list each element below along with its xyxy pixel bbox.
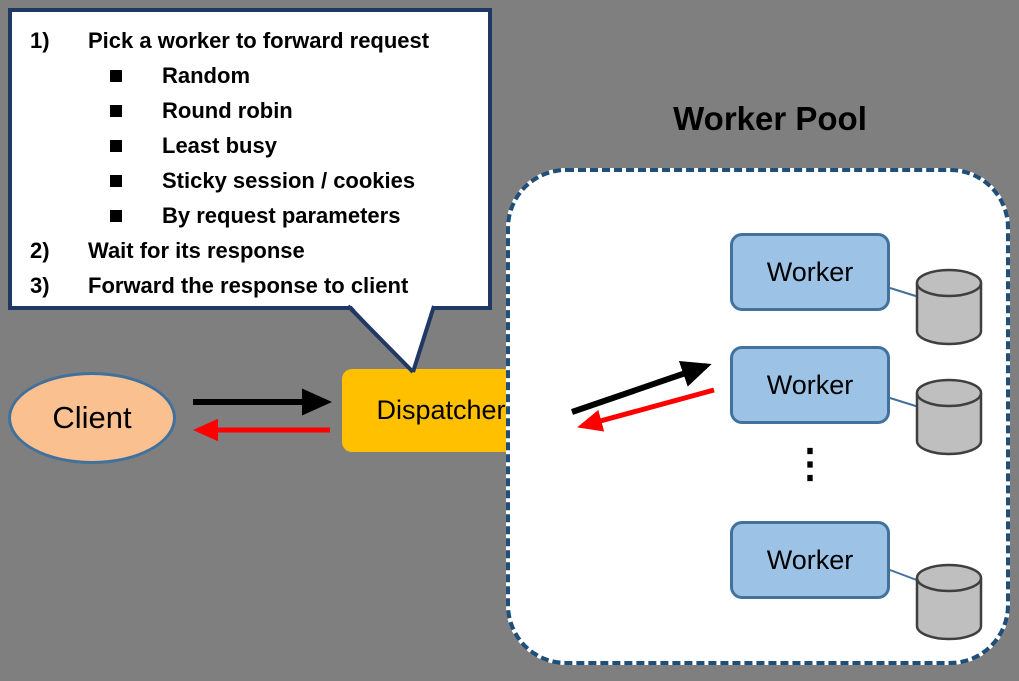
bullet-icon xyxy=(110,209,122,222)
worker-label: Worker xyxy=(766,369,854,400)
callout-bubble: 1) Pick a worker to forward request Rand… xyxy=(8,8,492,310)
step-text: Pick a worker to forward request xyxy=(88,28,430,53)
callout-step: 2) Wait for its response xyxy=(20,233,480,268)
callout-step: 3) Forward the response to client xyxy=(20,268,480,303)
vertical-ellipsis-icon: ⋮ xyxy=(790,442,830,486)
worker-node-1: Worker xyxy=(730,233,890,311)
client-node: Client xyxy=(8,372,176,464)
bullet-icon xyxy=(110,174,122,187)
callout-substep: Random xyxy=(20,58,480,93)
callout-substep: Least busy xyxy=(20,128,480,163)
worker-label: Worker xyxy=(766,256,854,287)
step-number: 1) xyxy=(30,28,50,53)
worker-pool-title: Worker Pool xyxy=(673,100,867,137)
worker-label: Worker xyxy=(766,544,854,575)
bullet-icon xyxy=(110,69,122,82)
step-text: Forward the response to client xyxy=(88,273,409,298)
bullet-icon xyxy=(110,139,122,152)
callout-tail xyxy=(346,302,436,374)
substep-text: Random xyxy=(162,63,250,88)
callout-substep: By request parameters xyxy=(20,198,480,233)
callout-substep: Sticky session / cookies xyxy=(20,163,480,198)
step-text: Wait for its response xyxy=(88,238,305,263)
dispatcher-label: Dispatcher xyxy=(376,395,506,425)
client-label: Client xyxy=(52,400,132,435)
callout-step: 1) Pick a worker to forward request xyxy=(20,23,480,58)
substep-text: Sticky session / cookies xyxy=(162,168,416,193)
step-number: 3) xyxy=(30,273,50,298)
substep-text: Round robin xyxy=(162,98,293,123)
bullet-icon xyxy=(110,104,122,117)
substep-text: Least busy xyxy=(162,133,277,158)
step-number: 2) xyxy=(30,238,50,263)
substep-text: By request parameters xyxy=(162,203,401,228)
callout-substep: Round robin xyxy=(20,93,480,128)
worker-node-3: Worker xyxy=(730,521,890,599)
worker-node-2: Worker xyxy=(730,346,890,424)
